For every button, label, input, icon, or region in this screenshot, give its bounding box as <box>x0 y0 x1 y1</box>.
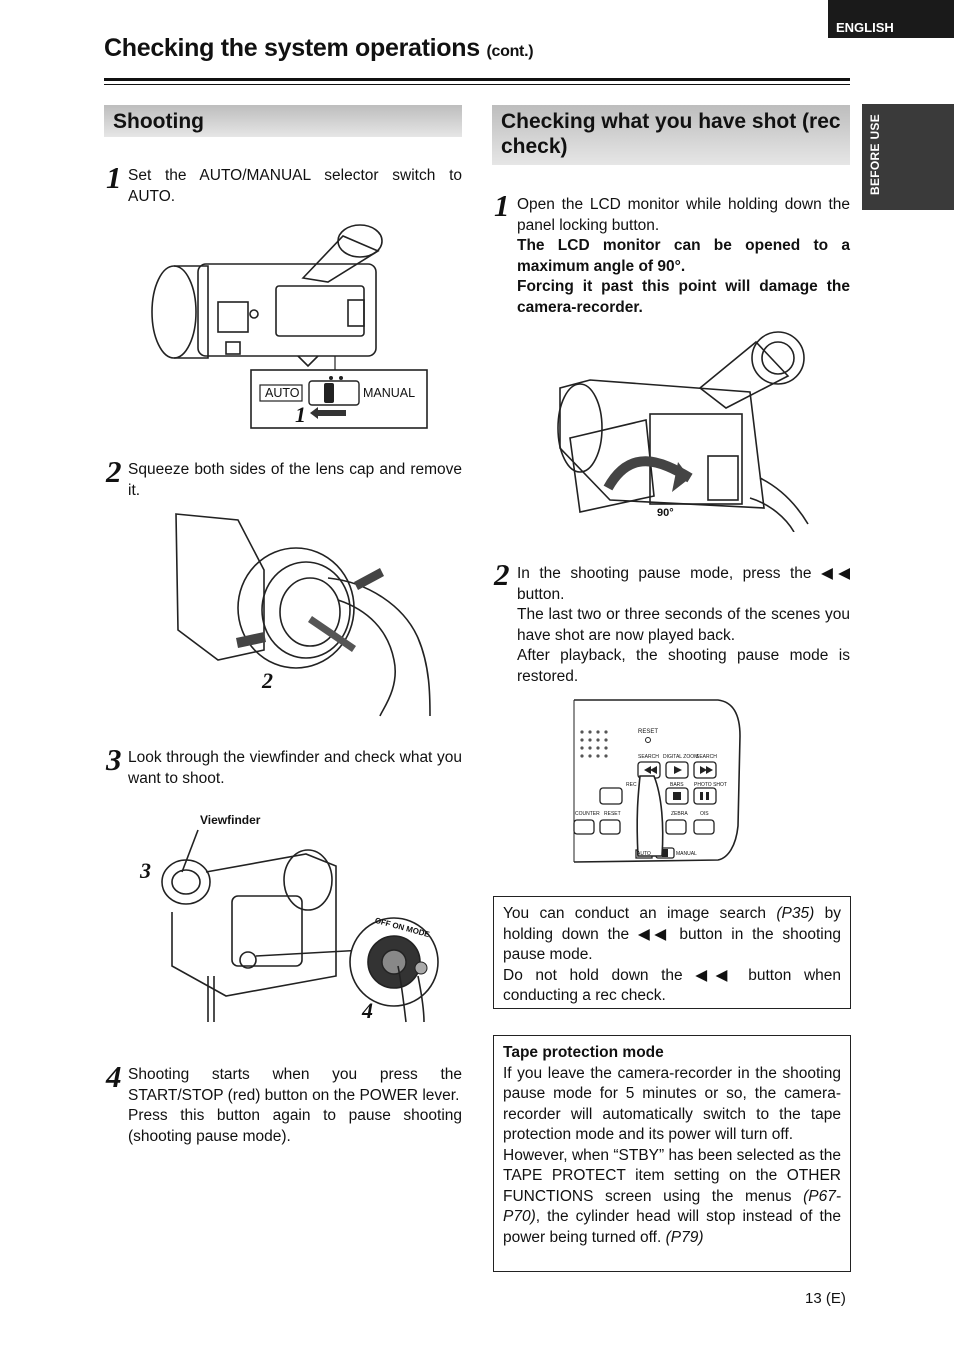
rec-check-step1-warning2: Forcing it past this point will damage t… <box>517 278 850 316</box>
panel-rec-label: REC <box>626 782 637 788</box>
figure-callout-1: 1 <box>295 402 306 427</box>
rec-check-step2-line1: In the shooting pause mode, press the ◀◀… <box>517 565 850 603</box>
title-rule-thick <box>104 78 850 81</box>
page-number: 13 (E) <box>805 1290 846 1307</box>
language-tab-label: ENGLISH <box>836 20 894 35</box>
tape-protection-title: Tape protection mode <box>503 1044 664 1061</box>
panel-search-right-label: SEARCH <box>696 754 717 760</box>
rec-check-step1-warning1: The LCD monitor can be opened to a maxim… <box>517 237 850 275</box>
shooting-step3-number: 3 <box>106 742 122 777</box>
note-paragraph-2: Do not hold down the ◀◀ button when cond… <box>503 966 841 1005</box>
page-title: Checking the system operations (cont.) <box>104 34 534 63</box>
selector-auto-label: AUTO <box>265 386 300 400</box>
selector-switch-callout-box <box>250 369 428 429</box>
selector-manual-label: MANUAL <box>363 386 416 400</box>
tape-p2-page-ref-1: (P67-P70) <box>503 1187 841 1226</box>
panel-ois-label: OIS <box>700 811 709 817</box>
panel-manual-label: MANUAL <box>676 851 697 857</box>
tape-protection-paragraph-1: If you leave the camera-recorder in the … <box>503 1064 841 1144</box>
shooting-step2-text: Squeeze both sides of the lens cap and r… <box>128 461 462 499</box>
shooting-step4-line2: Press this button again to pause shootin… <box>128 1107 462 1145</box>
shooting-step1-text: Set the AUTO/MANUAL selector switch to A… <box>128 167 462 205</box>
panel-photo-shot-label: PHOTO SHOT <box>694 782 727 788</box>
lcd-angle-label: 90° <box>657 507 674 519</box>
page-title-cont: (cont.) <box>486 43 534 60</box>
tape-p2-text-a: However, when “STBY” has been selected a… <box>503 1146 841 1205</box>
panel-auto-label: AUTO <box>637 851 651 857</box>
note-paragraph-1: You can conduct an image search (P35) by… <box>503 905 841 963</box>
panel-search-left-label: SEARCH <box>638 754 659 760</box>
language-tab: ENGLISH <box>828 0 954 38</box>
note-p1-text-b: by holding down the ◀◀ button in the sho… <box>503 905 841 963</box>
tape-protection-box: Tape protection mode If you leave the ca… <box>493 1035 851 1272</box>
viewfinder-label: Viewfinder <box>200 813 261 827</box>
panel-counter-label: COUNTER <box>575 811 600 817</box>
panel-digital-zoom-label: DIGITAL ZOOM <box>663 754 699 760</box>
shooting-step1-number: 1 <box>106 160 122 195</box>
lcd-monitor-open-illustration <box>557 331 809 532</box>
panel-zebra-label: ZEBRA <box>671 811 688 817</box>
lens-cap-illustration <box>175 513 431 717</box>
arrow-squeeze-left-icon <box>236 632 266 648</box>
rec-check-step2-line2: The last two or three seconds of the sce… <box>517 606 850 644</box>
rec-check-step1-text: Open the LCD monitor while holding down … <box>517 195 850 318</box>
shooting-step3-text: Look through the viewfinder and check wh… <box>128 749 462 787</box>
arrow-remove-icon <box>308 616 356 652</box>
note-p1-text-a: You can conduct an image search <box>503 905 777 922</box>
panel-bars-label: BARS <box>670 782 684 788</box>
shooting-step4-number: 4 <box>106 1059 122 1094</box>
viewfinder-illustration <box>161 829 439 1023</box>
note-p1-page-ref: (P35) <box>776 905 815 922</box>
figure-callout-4: 4 <box>362 998 373 1023</box>
arrow-squeeze-top-icon <box>354 568 384 590</box>
rec-check-step1-number: 1 <box>494 188 510 223</box>
section-side-tab: BEFORE USE <box>862 104 954 210</box>
panel-reset2-label: RESET <box>604 811 621 817</box>
panel-reset-label: RESET <box>638 729 659 735</box>
rec-check-step2-line3: After playback, the shooting pause mode … <box>517 647 850 685</box>
rec-check-step2-text: In the shooting pause mode, press the ◀◀… <box>517 564 850 687</box>
rec-check-step2-number: 2 <box>494 557 510 592</box>
rec-check-note-box: You can conduct an image search (P35) by… <box>493 896 851 1009</box>
shooting-heading-text: Shooting <box>113 110 204 133</box>
tape-p2-text-b: , the cylinder head will stop instead of… <box>503 1208 841 1246</box>
tape-p2-page-ref-2: (P79) <box>665 1228 704 1246</box>
section-side-tab-label: BEFORE USE <box>868 114 882 196</box>
page-title-text: Checking the system operations <box>104 34 480 62</box>
finger-pressing-icon <box>636 775 664 857</box>
shooting-step2-number: 2 <box>106 454 122 489</box>
rec-check-step1-line1: Open the LCD monitor while holding down … <box>517 196 850 234</box>
camera-side-illustration <box>151 224 428 429</box>
control-panel-illustration <box>573 699 741 863</box>
arrow-left-icon <box>310 407 346 419</box>
figure-callout-2: 2 <box>262 668 273 693</box>
shooting-heading: Shooting <box>104 105 462 137</box>
shooting-step4-line1: Shooting starts when you press the START… <box>128 1066 462 1104</box>
rec-check-heading: Checking what you have shot (rec check) <box>492 105 850 165</box>
figure-callout-3: 3 <box>140 858 151 883</box>
title-rule-thin <box>104 84 850 85</box>
tape-protection-paragraph-2: However, when “STBY” has been selected a… <box>503 1147 841 1246</box>
shooting-step4-text: Shooting starts when you press the START… <box>128 1065 462 1147</box>
rec-check-heading-text: Checking what you have shot (rec check) <box>501 110 841 158</box>
